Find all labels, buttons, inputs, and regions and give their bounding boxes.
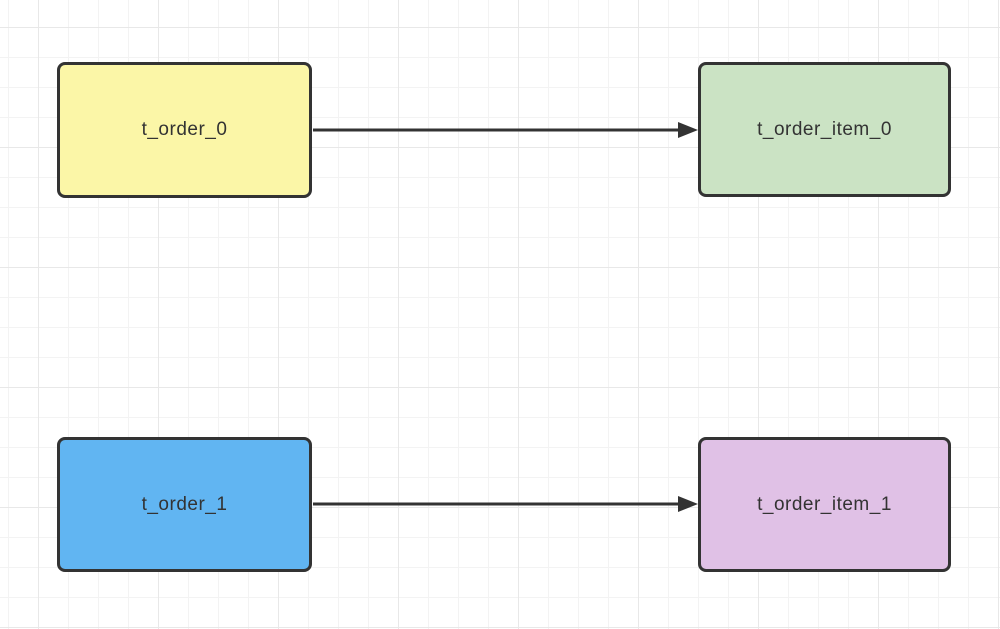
arrowhead-icon [678, 496, 698, 512]
node-t-order-item-1[interactable]: t_order_item_1 [698, 437, 951, 572]
node-label: t_order_1 [141, 493, 228, 515]
node-label: t_order_item_1 [757, 493, 892, 515]
arrowhead-icon [678, 122, 698, 138]
edge-t-order-1-to-t-order-item-1[interactable] [313, 496, 698, 512]
node-t-order-1[interactable]: t_order_1 [57, 437, 312, 572]
node-label: t_order_0 [141, 119, 228, 140]
node-t-order-item-0[interactable]: t_order_item_0 [698, 62, 951, 197]
node-t-order-0[interactable]: t_order_0 [57, 62, 312, 198]
edge-t-order-0-to-t-order-item-0[interactable] [313, 122, 698, 138]
node-label: t_order_item_0 [757, 118, 892, 140]
